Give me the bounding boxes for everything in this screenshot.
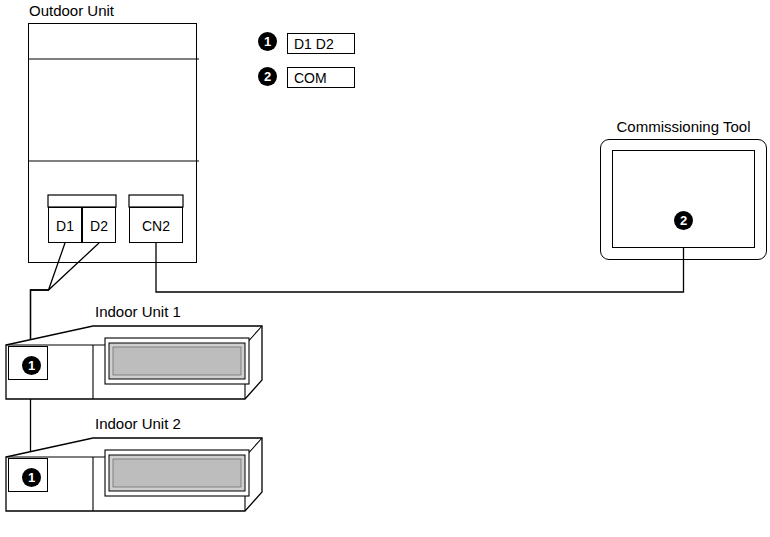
callout-number: 1 [22, 468, 41, 487]
indoor-port: 1 [8, 458, 48, 492]
legend-box: D1 D2 [287, 33, 355, 54]
terminal-cn2: CN2 [129, 207, 183, 243]
unit-title: Commissioning Tool [617, 118, 751, 136]
box-label: COM [294, 70, 327, 86]
unit-title: Indoor Unit 2 [95, 415, 181, 433]
commissioning-tool: Commissioning Tool2 [600, 139, 767, 260]
indoor-unit: Indoor Unit 21 [5, 437, 263, 512]
signal-wire [156, 243, 684, 292]
box-label: CN2 [142, 218, 170, 234]
box-label: D1 D2 [294, 36, 334, 52]
outdoor-unit: Outdoor UnitD1D2CN2 [28, 23, 197, 263]
unit-title: Indoor Unit 1 [95, 303, 181, 321]
indoor-unit: Indoor Unit 11 [5, 325, 263, 400]
box-label: D1 [56, 218, 74, 234]
callout-number: 2 [674, 211, 693, 230]
indoor-port: 1 [8, 346, 48, 380]
callout-number: 1 [258, 32, 277, 51]
outdoor-unit-panels [29, 24, 199, 264]
box-label: D2 [90, 218, 108, 234]
unit-title: Outdoor Unit [29, 2, 114, 20]
callout-number: 2 [258, 67, 277, 86]
signal-wire [31, 243, 66, 346]
terminal-d1: D1 [48, 207, 82, 243]
callout-number: 1 [22, 356, 41, 375]
tool-screen: 2 [612, 150, 755, 248]
terminal-d2: D2 [82, 207, 116, 243]
legend-box: COM [287, 67, 355, 88]
